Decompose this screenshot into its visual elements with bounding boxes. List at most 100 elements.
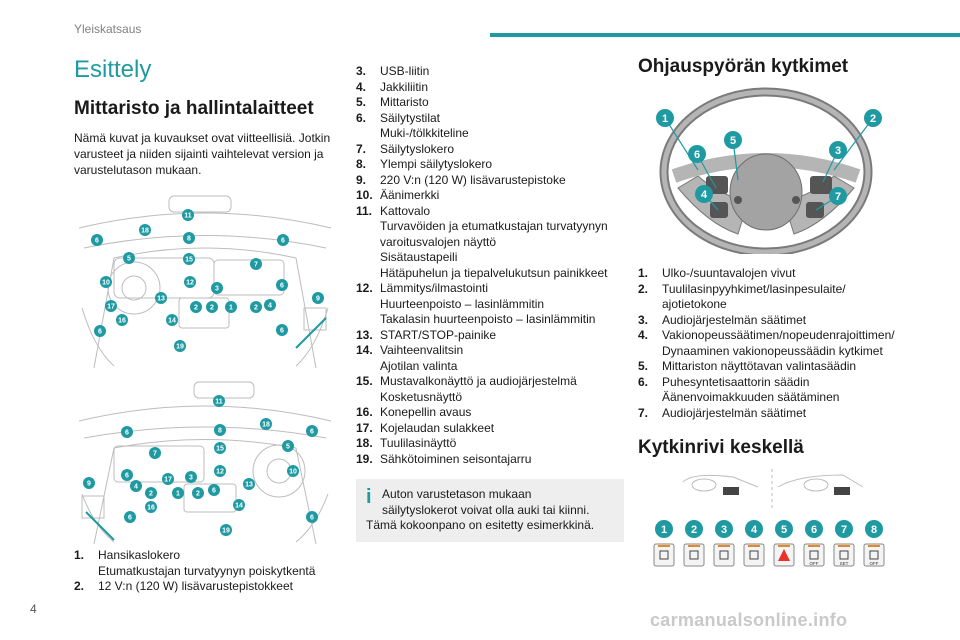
badge-label: 5	[730, 135, 736, 147]
badge-label: 6	[280, 283, 284, 290]
item-number: 5.	[638, 359, 662, 375]
badge-label: 10	[102, 280, 110, 287]
badge-label: 6	[811, 524, 817, 536]
list-item: 1. Hansikaslokero Etumatkustajan turvaty…	[74, 548, 340, 579]
list-item: 4.Vakionopeussäätimen/nopeudenrajoittime…	[638, 328, 918, 359]
badge-label: 18	[141, 228, 149, 235]
badge-label: 2	[149, 491, 153, 498]
item-text: Etumatkustajan turvatyynyn poiskytkentä	[98, 564, 340, 580]
note-line: Tämä kokoonpano on esitetty esimerkkinä.	[366, 518, 594, 534]
badge-label: 6	[281, 238, 285, 245]
switch-indicator	[748, 545, 760, 547]
badge-label: 11	[215, 399, 223, 406]
switch-button-3[interactable]	[714, 544, 734, 566]
switch-indicator	[808, 545, 820, 547]
switch-indicator	[838, 545, 850, 547]
switch-button-2[interactable]	[684, 544, 704, 566]
list-item: 3.Audiojärjestelmän säätimet	[638, 313, 918, 329]
list-item: 17.Kojelaudan sulakkeet	[356, 421, 624, 437]
list-item: 1.Ulko-/suuntavalojen vivut	[638, 266, 918, 282]
item-text: Säilytyslokero	[380, 142, 624, 158]
badge-label: 2	[870, 113, 876, 125]
item-number: 9.	[356, 173, 380, 189]
item-text: Takalasin huurteenpoisto – lasinlämmitin	[380, 312, 624, 328]
badge-label: 2	[691, 524, 697, 536]
list-item: 10.Äänimerkki	[356, 188, 624, 204]
item-text: Tuulilasinpyyhkimet/lasinpesulaite/	[662, 282, 918, 298]
badge-label: 6	[310, 515, 314, 522]
list-item: 7.Säilytyslokero	[356, 142, 624, 158]
list-item: 7.Audiojärjestelmän säätimet	[638, 406, 918, 422]
item-text: ajotietokone	[662, 297, 918, 313]
badge-label: 1	[662, 113, 668, 125]
badge-label: 14	[235, 503, 243, 510]
item-number: 15.	[356, 374, 380, 405]
badge-label: 9	[316, 296, 320, 303]
item-number: 8.	[356, 157, 380, 173]
badge-label: 7	[153, 451, 157, 458]
badge-label: 8	[218, 428, 222, 435]
note-line: Auton varustetason mukaan	[382, 487, 594, 503]
badge-label: 7	[835, 191, 841, 203]
badge-label: 6	[125, 430, 129, 437]
badge-label: 1	[229, 305, 233, 312]
section-title: Esittely	[74, 56, 340, 84]
badge-label: 12	[186, 280, 194, 287]
column-3: Ohjauspyörän kytkimet 1 2 5 6 3 4	[638, 56, 918, 577]
badge-label: 13	[245, 482, 253, 489]
badge-label: 6	[95, 238, 99, 245]
list-item: 18.Tuulilasinäyttö	[356, 436, 624, 452]
item-number: 2.	[74, 579, 98, 595]
item-list: 3.USB-liitin4.Jakkiliitin5.Mittaristo6.S…	[356, 64, 624, 467]
badge-label: 19	[176, 344, 184, 351]
page-number: 4	[30, 602, 37, 616]
list-item: 19.Sähkötoiminen seisontajarru	[356, 452, 624, 468]
item-number: 3.	[638, 313, 662, 329]
list-item: 9.220 V:n (120 W) lisävarustepistoke	[356, 173, 624, 189]
list-item: 3.USB-liitin	[356, 64, 624, 80]
switch-indicator	[868, 545, 880, 547]
item-number: 2.	[638, 282, 662, 313]
badge-label: 16	[147, 505, 155, 512]
item-text: Ulko-/suuntavalojen vivut	[662, 266, 918, 282]
list-item: 8.Ylempi säilytyslokero	[356, 157, 624, 173]
badge-label: 7	[841, 524, 847, 536]
item-text: Turvavöiden ja etumatkustajan turvatyyny…	[380, 219, 624, 235]
badge-label: 6	[125, 473, 129, 480]
item-number: 5.	[356, 95, 380, 111]
badge-label: 8	[871, 524, 877, 536]
badge-label: 6	[694, 149, 700, 161]
item-text: Muki-/tölkkiteline	[380, 126, 624, 142]
item-text: Audiojärjestelmän säätimet	[662, 313, 918, 329]
badge-label: 3	[215, 286, 219, 293]
badge-label: 10	[289, 469, 297, 476]
item-text: Mustavalkonäyttö ja audiojärjestelmä	[380, 374, 624, 390]
switch-indicator	[718, 545, 730, 547]
item-number: 3.	[356, 64, 380, 80]
item-text: varoitusvalojen näyttö	[380, 235, 624, 251]
item-text: USB-liitin	[380, 64, 624, 80]
switch-button-4[interactable]	[744, 544, 764, 566]
item-number: 1.	[74, 548, 98, 579]
item-text: Huurteenpoisto – lasinlämmitin	[380, 297, 624, 313]
list-item: 13.START/STOP-painike	[356, 328, 624, 344]
list-item: 4.Jakkiliitin	[356, 80, 624, 96]
switch-button-1[interactable]	[654, 544, 674, 566]
item-number: 19.	[356, 452, 380, 468]
badge-label: 15	[216, 446, 224, 453]
item-text: Mittaristo	[380, 95, 624, 111]
switch-indicator	[778, 545, 790, 547]
note-line: säilytyslokerot voivat olla auki tai kii…	[382, 503, 594, 519]
section-title-center-switches: Kytkinrivi keskellä	[638, 437, 918, 459]
item-text: Hansikaslokero	[98, 548, 340, 564]
item-text: Tuulilasinäyttö	[380, 436, 624, 452]
item-number: 18.	[356, 436, 380, 452]
item-number: 16.	[356, 405, 380, 421]
item-text: Lämmitys/ilmastointi	[380, 281, 624, 297]
intro-text: Nämä kuvat ja kuvaukset ovat viitteellis…	[74, 130, 340, 178]
steering-wheel-figure: 1 2 5 6 3 4 7	[638, 84, 898, 254]
